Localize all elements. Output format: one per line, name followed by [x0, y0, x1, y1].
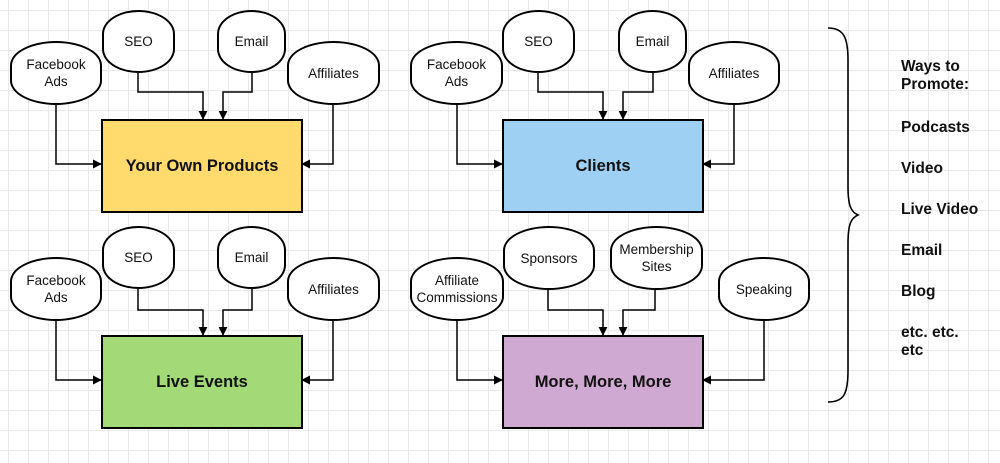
speaking-node: Speaking [718, 257, 810, 321]
clients-box: Clients [502, 119, 704, 213]
your-own-products-box: Your Own Products [101, 119, 303, 213]
promote-item-blog: Blog [901, 283, 936, 300]
affiliates-node: Affiliates [287, 41, 380, 105]
facebook-ads-node: Facebook Ads [410, 41, 503, 105]
arrow-products-seo [137, 72, 208, 120]
arrow-products-email [218, 72, 253, 120]
arrow-clients-affiliates [702, 104, 735, 169]
sponsors-node: Sponsors [503, 226, 595, 290]
email-node: Email [618, 10, 687, 73]
facebook-ads-node: Facebook Ads [10, 41, 102, 105]
arrow-more-membership [618, 289, 656, 336]
email-node: Email [217, 226, 286, 289]
membership-sites-node: Membership Sites [610, 226, 703, 290]
promote-item-video: Video [901, 160, 943, 177]
arrow-events-seo [137, 288, 208, 336]
ways-to-promote-title: Ways to Promote: [901, 58, 970, 93]
affiliate-commissions-node: Affiliate Commissions [410, 257, 504, 321]
seo-node: SEO [102, 226, 175, 289]
arrow-clients-facebook [456, 105, 503, 169]
arrow-products-affiliates [301, 104, 334, 169]
ways-to-promote-list: Ways to Promote: Podcasts Video Live Vid… [901, 58, 997, 383]
arrow-clients-seo [537, 72, 608, 120]
seo-node: SEO [502, 10, 575, 73]
curly-brace [827, 27, 860, 403]
promote-item-podcasts: Podcasts [901, 119, 970, 136]
arrow-more-affiliate-commissions [456, 320, 503, 385]
facebook-ads-node: Facebook Ads [10, 257, 102, 321]
arrow-events-affiliates [301, 320, 334, 385]
live-events-box: Live Events [101, 335, 303, 429]
arrow-events-email [218, 288, 253, 336]
promote-item-email: Email [901, 242, 943, 259]
arrow-clients-email [618, 72, 654, 120]
arrow-more-sponsors [547, 289, 608, 336]
arrow-more-speaking [702, 320, 765, 385]
email-node: Email [217, 10, 286, 73]
affiliates-node: Affiliates [688, 41, 780, 105]
arrow-products-facebook [55, 105, 102, 169]
promote-item-live-video: Live Video [901, 201, 979, 218]
more-more-more-box: More, More, More [502, 335, 704, 429]
affiliates-node: Affiliates [287, 257, 380, 321]
arrow-events-facebook [55, 320, 102, 385]
seo-node: SEO [102, 10, 175, 73]
promote-item-etc: etc. etc. etc [901, 324, 959, 359]
